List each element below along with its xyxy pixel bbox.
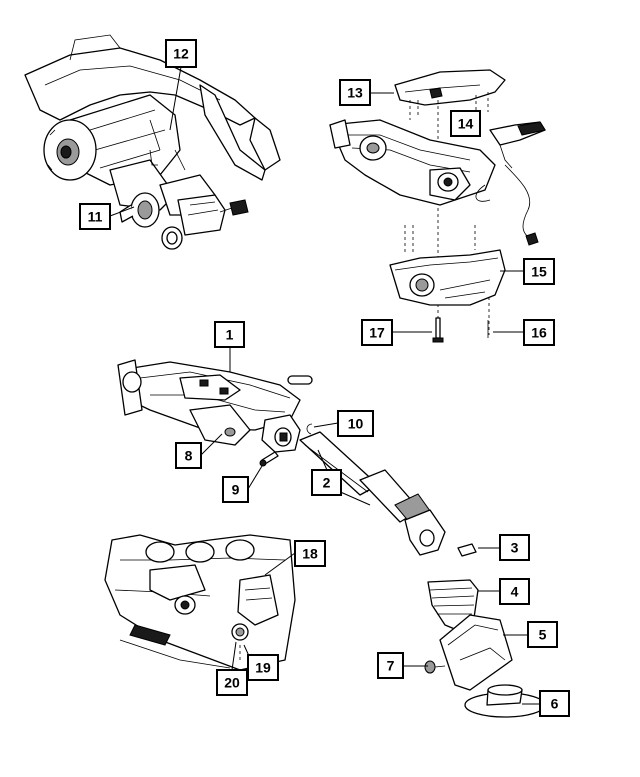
callout-label: 7 <box>387 658 395 674</box>
callout-17: 17 <box>361 319 393 346</box>
steering-column-and-shaft-illustration <box>117 359 546 718</box>
callout-4: 4 <box>499 578 530 605</box>
callout-label: 1 <box>226 327 234 343</box>
callout-label: 12 <box>173 46 189 62</box>
callout-label: 16 <box>531 325 547 341</box>
callout-15: 15 <box>523 258 555 285</box>
callout-20: 20 <box>216 669 248 696</box>
callout-label: 14 <box>458 116 474 132</box>
callout-label: 20 <box>224 675 240 691</box>
callout-label: 6 <box>551 696 559 712</box>
callout-14: 14 <box>450 110 481 137</box>
callout-label: 4 <box>511 584 519 600</box>
column-shroud-assembly-illustration <box>329 69 546 343</box>
ignition-lock-housing-illustration <box>119 192 160 228</box>
dash-ignition-assembly-illustration <box>24 34 281 250</box>
callout-19: 19 <box>247 654 279 681</box>
callout-9: 9 <box>222 476 249 503</box>
callout-label: 10 <box>348 416 364 432</box>
callout-18: 18 <box>294 540 326 567</box>
callout-label: 19 <box>255 660 271 676</box>
callout-label: 17 <box>369 325 385 341</box>
callout-label: 9 <box>232 482 240 498</box>
callout-7: 7 <box>377 652 404 679</box>
leader-lines <box>109 66 540 705</box>
callout-12: 12 <box>165 39 197 68</box>
callout-5: 5 <box>527 621 558 648</box>
callout-label: 11 <box>88 209 103 225</box>
callout-label: 2 <box>323 475 331 491</box>
callout-2: 2 <box>311 469 342 496</box>
callout-3: 3 <box>499 534 530 561</box>
callout-label: 15 <box>531 264 547 280</box>
callout-label: 18 <box>302 546 318 562</box>
callout-label: 3 <box>511 540 519 556</box>
callout-13: 13 <box>339 79 371 106</box>
under-dash-assembly-illustration <box>104 534 296 671</box>
callout-label: 5 <box>539 627 547 643</box>
callout-10: 10 <box>337 410 374 437</box>
callout-16: 16 <box>523 319 555 346</box>
callout-label: 8 <box>185 448 193 464</box>
callout-label: 13 <box>347 85 363 101</box>
callout-6: 6 <box>539 690 570 717</box>
callout-1: 1 <box>214 321 245 348</box>
callout-11: 11 <box>79 203 111 230</box>
callout-8: 8 <box>175 442 202 469</box>
